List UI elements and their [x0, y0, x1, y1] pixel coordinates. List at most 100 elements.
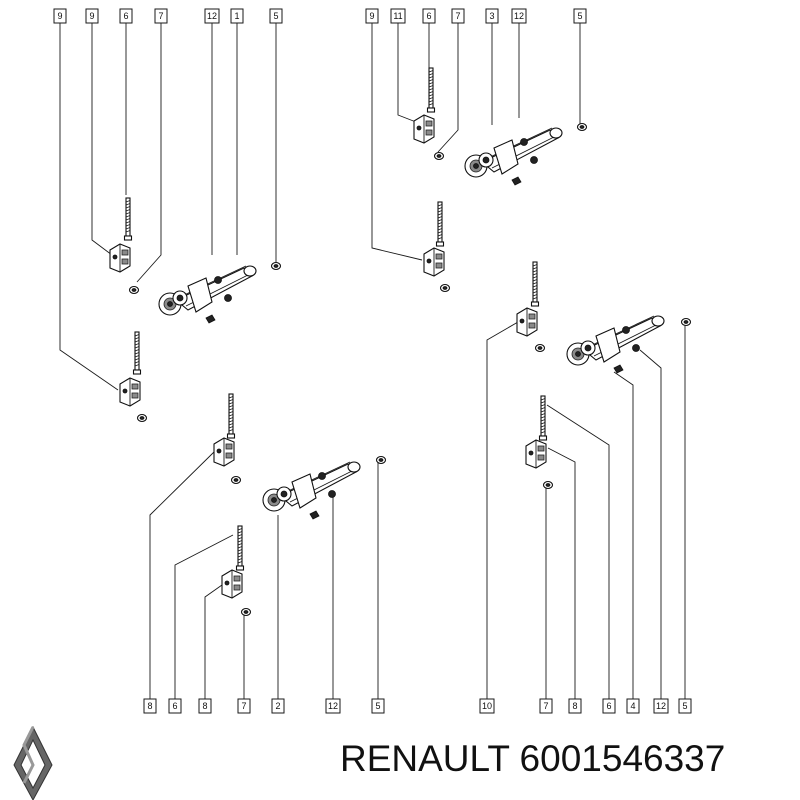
callout-bottom-right-0: 10 — [479, 698, 495, 714]
leader-line-top-right-0 — [371, 23, 423, 261]
callout-bottom-left-1: 6 — [168, 698, 182, 714]
callout-number: 12 — [328, 701, 338, 711]
callout-top-right-6: 5 — [573, 8, 587, 24]
callout-top-right-0: 9 — [365, 8, 379, 24]
door-check-strap-icon — [464, 127, 563, 186]
hinge-bracket-icon — [119, 377, 141, 407]
nut-icon — [230, 475, 242, 485]
callout-labels: 9 9 6 7 12 1 5 9 11 6 7 3 12 5 8 6 8 7 2 12 5 10 7 8 6 4 12 5 — [53, 8, 692, 714]
callout-number: 11 — [393, 11, 402, 21]
callout-number: 8 — [202, 701, 207, 711]
nut-icon — [542, 480, 554, 490]
leader-line-bottom-left-0 — [149, 451, 215, 699]
renault-diamond-logo-icon — [13, 725, 53, 800]
callout-bottom-left-4: 2 — [271, 698, 285, 714]
door-check-strap-icon — [566, 315, 665, 374]
leader-line-bottom-right-4 — [613, 371, 634, 699]
leader-line-bottom-left-1 — [174, 534, 234, 699]
callout-bottom-left-0: 8 — [143, 698, 157, 714]
callout-number: 4 — [630, 701, 635, 711]
callout-number: 2 — [275, 701, 280, 711]
callout-top-left-3: 7 — [154, 8, 168, 24]
callout-number: 9 — [57, 11, 62, 21]
callout-top-left-2: 6 — [119, 8, 133, 24]
callout-number: 6 — [606, 701, 611, 711]
callout-top-right-1: 11 — [390, 8, 406, 24]
callout-top-left-6: 5 — [269, 8, 283, 24]
leader-lines — [59, 23, 686, 699]
leader-line-bottom-right-3 — [546, 404, 610, 699]
hinge-bracket-icon — [213, 437, 235, 467]
callout-number: 8 — [147, 701, 152, 711]
nut-icon — [439, 283, 451, 293]
leader-line-bottom-right-5 — [639, 349, 662, 699]
hinge-bracket-icon — [516, 307, 538, 337]
callout-bottom-left-3: 7 — [237, 698, 251, 714]
callout-number: 12 — [207, 11, 217, 21]
callout-top-left-0: 9 — [53, 8, 67, 24]
hinge-bracket-icon — [413, 114, 435, 144]
callout-number: 6 — [123, 11, 128, 21]
nut-icon — [576, 122, 588, 132]
hinge-bracket-icon — [109, 243, 131, 273]
callout-number: 5 — [682, 701, 687, 711]
callout-number: 10 — [482, 701, 492, 711]
callout-top-right-2: 6 — [422, 8, 436, 24]
callout-bottom-right-2: 8 — [568, 698, 582, 714]
nut-icon — [136, 413, 148, 423]
nut-icon — [240, 607, 252, 617]
nut-icon — [534, 343, 546, 353]
callout-number: 6 — [426, 11, 431, 21]
nut-icon — [128, 285, 140, 295]
callout-bottom-right-4: 4 — [626, 698, 640, 714]
callout-number: 7 — [455, 11, 460, 21]
callout-top-right-3: 7 — [451, 8, 465, 24]
leader-line-top-right-3 — [437, 23, 459, 153]
callout-top-right-4: 3 — [485, 8, 499, 24]
callout-number: 9 — [369, 11, 374, 21]
leader-line-top-left-3 — [136, 23, 162, 283]
bolt-icon — [538, 395, 548, 441]
brand-part-number: RENAULT 6001546337 — [340, 738, 726, 779]
bolt-icon — [530, 261, 540, 307]
door-check-strap-icon — [158, 265, 257, 324]
callout-number: 5 — [577, 11, 582, 21]
bolt-icon — [132, 331, 142, 375]
leader-line-top-left-1 — [91, 23, 117, 259]
nut-icon — [433, 151, 445, 161]
callout-bottom-right-1: 7 — [539, 698, 553, 714]
callout-number: 7 — [158, 11, 163, 21]
leader-line-bottom-right-0 — [486, 321, 519, 699]
callout-number: 1 — [234, 11, 239, 21]
callout-top-left-4: 12 — [204, 8, 220, 24]
callout-bottom-right-5: 12 — [653, 698, 669, 714]
callout-number: 6 — [172, 701, 177, 711]
callout-bottom-left-6: 5 — [371, 698, 385, 714]
leader-line-top-right-1 — [397, 23, 417, 123]
callout-number: 3 — [489, 11, 494, 21]
callout-top-left-1: 9 — [85, 8, 99, 24]
hinge-bracket-icon — [221, 569, 243, 599]
leader-line-top-left-0 — [59, 23, 119, 391]
bolt-icon — [435, 201, 445, 247]
nut-icon — [680, 317, 692, 327]
callout-number: 5 — [375, 701, 380, 711]
callout-number: 5 — [273, 11, 278, 21]
callout-number: 9 — [89, 11, 94, 21]
callout-number: 12 — [656, 701, 666, 711]
callout-bottom-left-5: 12 — [325, 698, 341, 714]
door-check-strap-icon — [262, 461, 361, 520]
callout-number: 12 — [514, 11, 524, 21]
nut-icon — [375, 455, 387, 465]
callout-bottom-right-6: 5 — [678, 698, 692, 714]
parts-drawings — [109, 67, 692, 617]
hinge-bracket-icon — [525, 439, 547, 469]
bolt-icon — [426, 67, 436, 113]
callout-bottom-left-2: 8 — [198, 698, 212, 714]
callout-number: 8 — [572, 701, 577, 711]
leader-line-bottom-right-2 — [547, 447, 576, 699]
bolt-icon — [235, 525, 245, 571]
callout-top-right-5: 12 — [511, 8, 527, 24]
bolt-icon — [226, 393, 236, 439]
